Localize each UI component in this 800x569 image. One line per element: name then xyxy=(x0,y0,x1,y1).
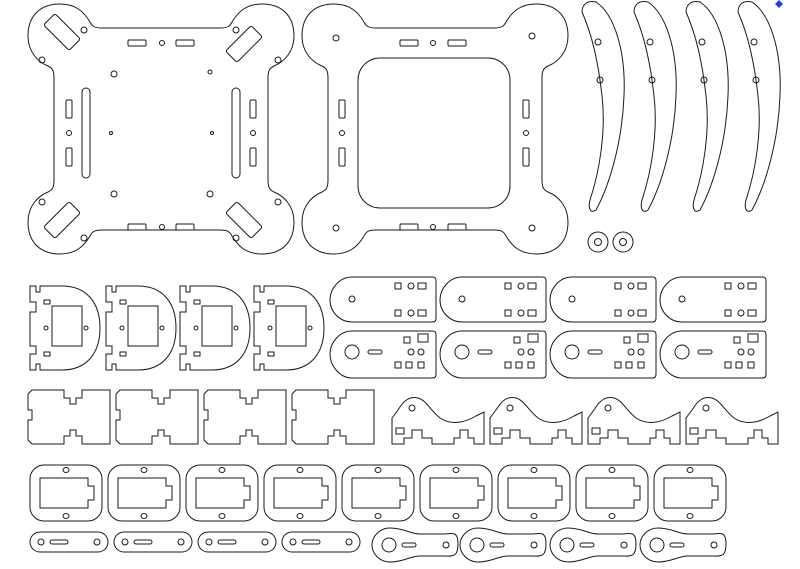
servo-frame xyxy=(30,465,102,521)
jigsaw-strips xyxy=(28,389,375,445)
curved-leg xyxy=(634,1,676,211)
wave-bracket xyxy=(392,398,484,445)
frame-plate-motor-mounts xyxy=(28,4,294,254)
curved-leg xyxy=(738,1,780,211)
short-link xyxy=(30,532,108,552)
long-link xyxy=(372,528,458,562)
frame-plate-window xyxy=(302,4,568,254)
d-brackets xyxy=(30,285,325,371)
curved-legs xyxy=(582,1,780,211)
servo-horn-plates-top xyxy=(330,276,767,323)
selection-handle-icon[interactable] xyxy=(775,0,783,8)
short-links xyxy=(30,531,361,553)
servo-frames xyxy=(30,464,727,522)
servo-horn-plate xyxy=(330,331,436,378)
washers xyxy=(588,232,633,252)
wave-brackets xyxy=(392,397,779,445)
curved-leg xyxy=(686,1,728,211)
d-bracket xyxy=(30,286,100,370)
jigsaw-strip xyxy=(28,390,110,444)
long-links xyxy=(372,528,727,562)
servo-horn-plates-bottom xyxy=(330,330,767,379)
servo-horn-plate xyxy=(330,277,436,322)
curved-leg xyxy=(582,1,624,211)
